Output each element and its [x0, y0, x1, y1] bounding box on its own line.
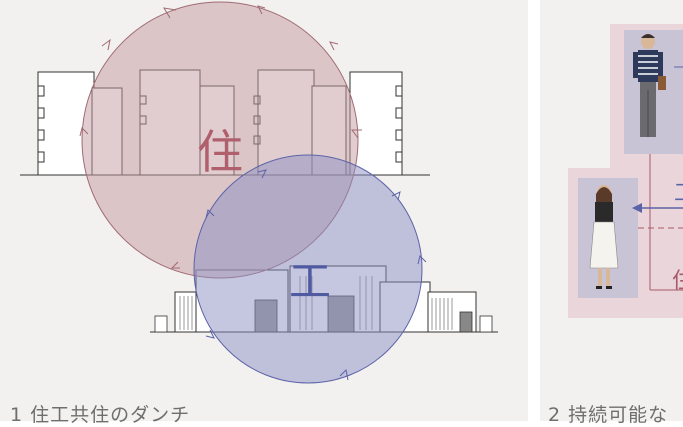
work-character: 工 — [289, 257, 331, 306]
caption-1: 1 住工共住のダンチ — [10, 404, 191, 426]
residence-character: 住 — [197, 125, 243, 179]
caption-2: 2 持続可能な — [548, 404, 669, 426]
residence-work-diagram: 住 工 — [20, 1, 498, 384]
man-figure — [633, 34, 666, 137]
diagram-panel-2: 工 住 — [540, 0, 683, 421]
work-circle — [193, 154, 423, 384]
woman-figure — [589, 185, 619, 289]
arrow-icon — [632, 203, 642, 213]
label-residence: 住 — [672, 269, 683, 294]
diagram-panel-1: 住 工 — [0, 0, 528, 421]
label-work: 工 — [674, 181, 683, 206]
sustainable-diagram: 工 住 — [568, 24, 683, 318]
